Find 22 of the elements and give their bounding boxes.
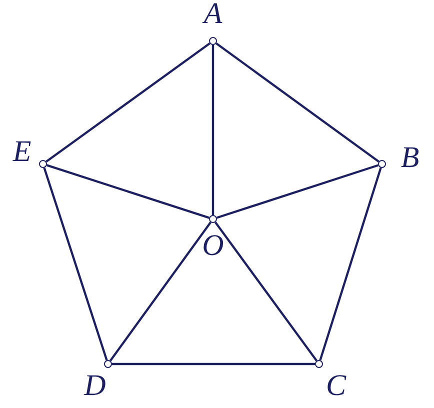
line-segment (43, 167, 108, 361)
point-label: E (12, 137, 32, 167)
line-segment (216, 164, 379, 219)
line-segment (319, 167, 382, 361)
line-segment (46, 164, 210, 219)
point-marker (104, 360, 112, 368)
point-label: B (400, 143, 420, 173)
point-label: A (204, 0, 222, 29)
point-marker (209, 215, 217, 223)
line-segment (46, 42, 210, 163)
line-segment (216, 42, 380, 163)
point-label: O (202, 231, 224, 261)
point-marker (209, 37, 217, 45)
line-segment (112, 362, 315, 366)
point-label: C (326, 371, 346, 401)
line-segment (212, 45, 214, 215)
point-marker (378, 160, 386, 168)
line-segment (109, 222, 212, 362)
point-marker (39, 160, 47, 168)
line-segment (214, 222, 318, 362)
point-marker (315, 360, 323, 368)
point-label: D (84, 371, 106, 401)
